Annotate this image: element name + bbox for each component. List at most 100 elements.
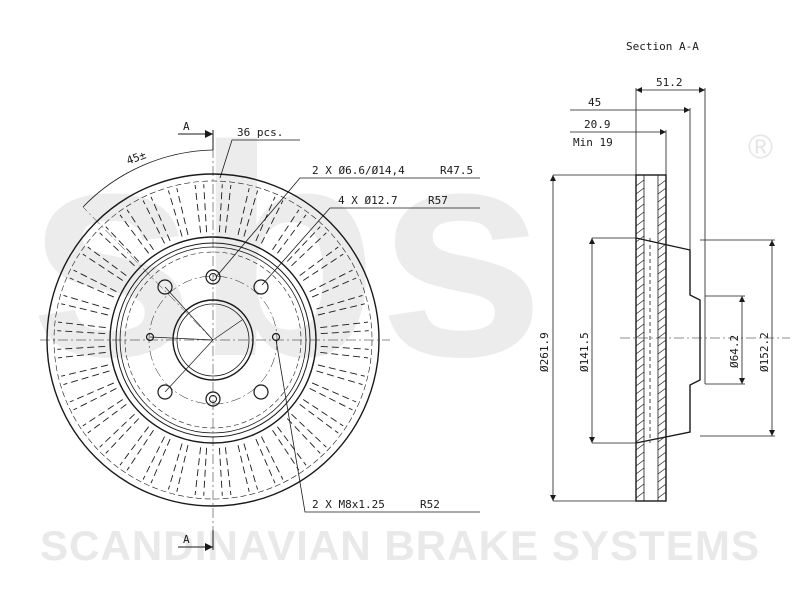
cooling-vane-edge bbox=[57, 330, 106, 335]
hatch-line bbox=[657, 283, 667, 291]
cooling-vane-edge bbox=[218, 447, 223, 496]
cooling-vane-edge bbox=[317, 364, 365, 377]
hatch-line bbox=[657, 483, 667, 491]
cooling-vane-edge bbox=[309, 387, 353, 411]
hatch-line bbox=[635, 475, 645, 483]
cooling-vane-edge bbox=[309, 269, 353, 293]
hatch-line bbox=[657, 299, 667, 307]
cooling-vane-edge bbox=[203, 184, 208, 233]
cooling-vane-edge bbox=[286, 418, 321, 454]
cooling-vane-edge bbox=[73, 387, 117, 411]
cooling-vane-edge bbox=[320, 321, 369, 329]
hatch-line bbox=[657, 363, 667, 371]
cooling-vane-edge bbox=[63, 294, 110, 310]
hatch-line bbox=[657, 379, 667, 387]
hatch-line bbox=[657, 307, 667, 315]
hatch-line bbox=[657, 427, 667, 435]
cooling-vane-edge bbox=[260, 436, 284, 480]
cooling-vane-edge bbox=[299, 404, 339, 434]
cooling-vane-edge bbox=[243, 190, 259, 237]
cooling-vane-edge bbox=[61, 303, 109, 316]
cooling-vane-edge bbox=[237, 188, 250, 236]
mount-hole bbox=[157, 279, 173, 295]
hatch-line bbox=[635, 451, 645, 459]
cooling-vane-edge bbox=[82, 399, 124, 427]
hatch-line bbox=[635, 419, 645, 427]
cooling-vane-edge bbox=[272, 429, 300, 471]
hatch-line bbox=[657, 395, 667, 403]
hatch-line bbox=[657, 339, 667, 347]
hatch-line bbox=[635, 443, 645, 451]
cooling-vane-edge bbox=[126, 209, 154, 251]
hatch-line bbox=[657, 475, 667, 483]
cooling-vane-edge bbox=[224, 447, 232, 496]
mount-hole bbox=[253, 279, 269, 295]
hatch-line bbox=[635, 363, 645, 371]
cooling-vane-edge bbox=[194, 447, 202, 496]
cooling-vane-edge bbox=[316, 294, 363, 310]
callout-holes-2: 4 X Ø12.7 bbox=[338, 194, 398, 207]
radius-line bbox=[164, 339, 214, 393]
watermark-logo-text: sbs bbox=[28, 83, 545, 419]
hatch-line bbox=[635, 459, 645, 467]
hatch-line bbox=[635, 291, 645, 299]
cooling-vane-edge bbox=[237, 444, 250, 492]
hole-callout-lines bbox=[215, 177, 480, 513]
hatch-line bbox=[657, 203, 667, 211]
centre-bore-chamfer bbox=[176, 303, 250, 377]
brand-text-watermark: SCANDINAVIAN BRAKE SYSTEMS bbox=[40, 522, 760, 569]
locating-hole bbox=[205, 269, 221, 285]
hatch-line bbox=[635, 347, 645, 355]
hatch-line bbox=[635, 243, 645, 251]
cooling-vane-edge bbox=[176, 188, 189, 236]
hatch-line bbox=[657, 419, 667, 427]
locating-hole-inner bbox=[209, 395, 217, 403]
cooling-vane-edge bbox=[286, 226, 321, 262]
cooling-vane-edge bbox=[291, 232, 327, 267]
cooling-vane-edge bbox=[126, 429, 154, 471]
hatch-line bbox=[635, 211, 645, 219]
cooling-vane-edge bbox=[255, 438, 276, 484]
hatch-line bbox=[657, 235, 667, 243]
dim-centre-bore: Ø64.2 bbox=[728, 335, 741, 368]
cooling-vane-edge bbox=[69, 277, 115, 298]
hatch-line bbox=[657, 491, 667, 499]
hatch-line bbox=[657, 275, 667, 283]
hatch-line bbox=[657, 411, 667, 419]
cooling-vane-edge bbox=[260, 200, 284, 244]
cooling-vane-edge bbox=[277, 426, 307, 466]
hatch-line bbox=[635, 195, 645, 203]
hatch-line bbox=[635, 315, 645, 323]
hatch-line bbox=[635, 467, 645, 475]
cooling-vane-edge bbox=[150, 196, 171, 242]
hatch-line bbox=[635, 427, 645, 435]
hat-profile bbox=[635, 237, 701, 444]
hatch-line bbox=[657, 179, 667, 187]
hatch-line bbox=[635, 395, 645, 403]
section-hatching bbox=[635, 179, 667, 499]
vane-count-callout bbox=[219, 139, 300, 179]
section-marker-bottom: A bbox=[183, 533, 190, 546]
hatch-line bbox=[657, 403, 667, 411]
section-arrow-top bbox=[205, 130, 213, 138]
cooling-vane-edge bbox=[105, 418, 140, 454]
dimension-arrowheads bbox=[550, 87, 775, 501]
cooling-vane-edge bbox=[311, 382, 357, 403]
hatch-line bbox=[635, 435, 645, 443]
hatch-line bbox=[635, 219, 645, 227]
cooling-vane-edge bbox=[61, 364, 109, 377]
hatch-line bbox=[657, 187, 667, 195]
hatch-line bbox=[635, 299, 645, 307]
cooling-vane-edge bbox=[167, 190, 183, 237]
cooling-vane-edge bbox=[302, 253, 344, 281]
radius-line bbox=[212, 319, 243, 341]
radius-line bbox=[149, 336, 214, 341]
hatch-line bbox=[635, 355, 645, 363]
hatch-line bbox=[635, 179, 645, 187]
hatch-line bbox=[635, 379, 645, 387]
angle-dimension bbox=[82, 149, 214, 341]
cooling-vane-edge bbox=[99, 232, 135, 267]
hatch-line bbox=[657, 211, 667, 219]
hatch-line bbox=[657, 387, 667, 395]
hatch-line bbox=[657, 443, 667, 451]
